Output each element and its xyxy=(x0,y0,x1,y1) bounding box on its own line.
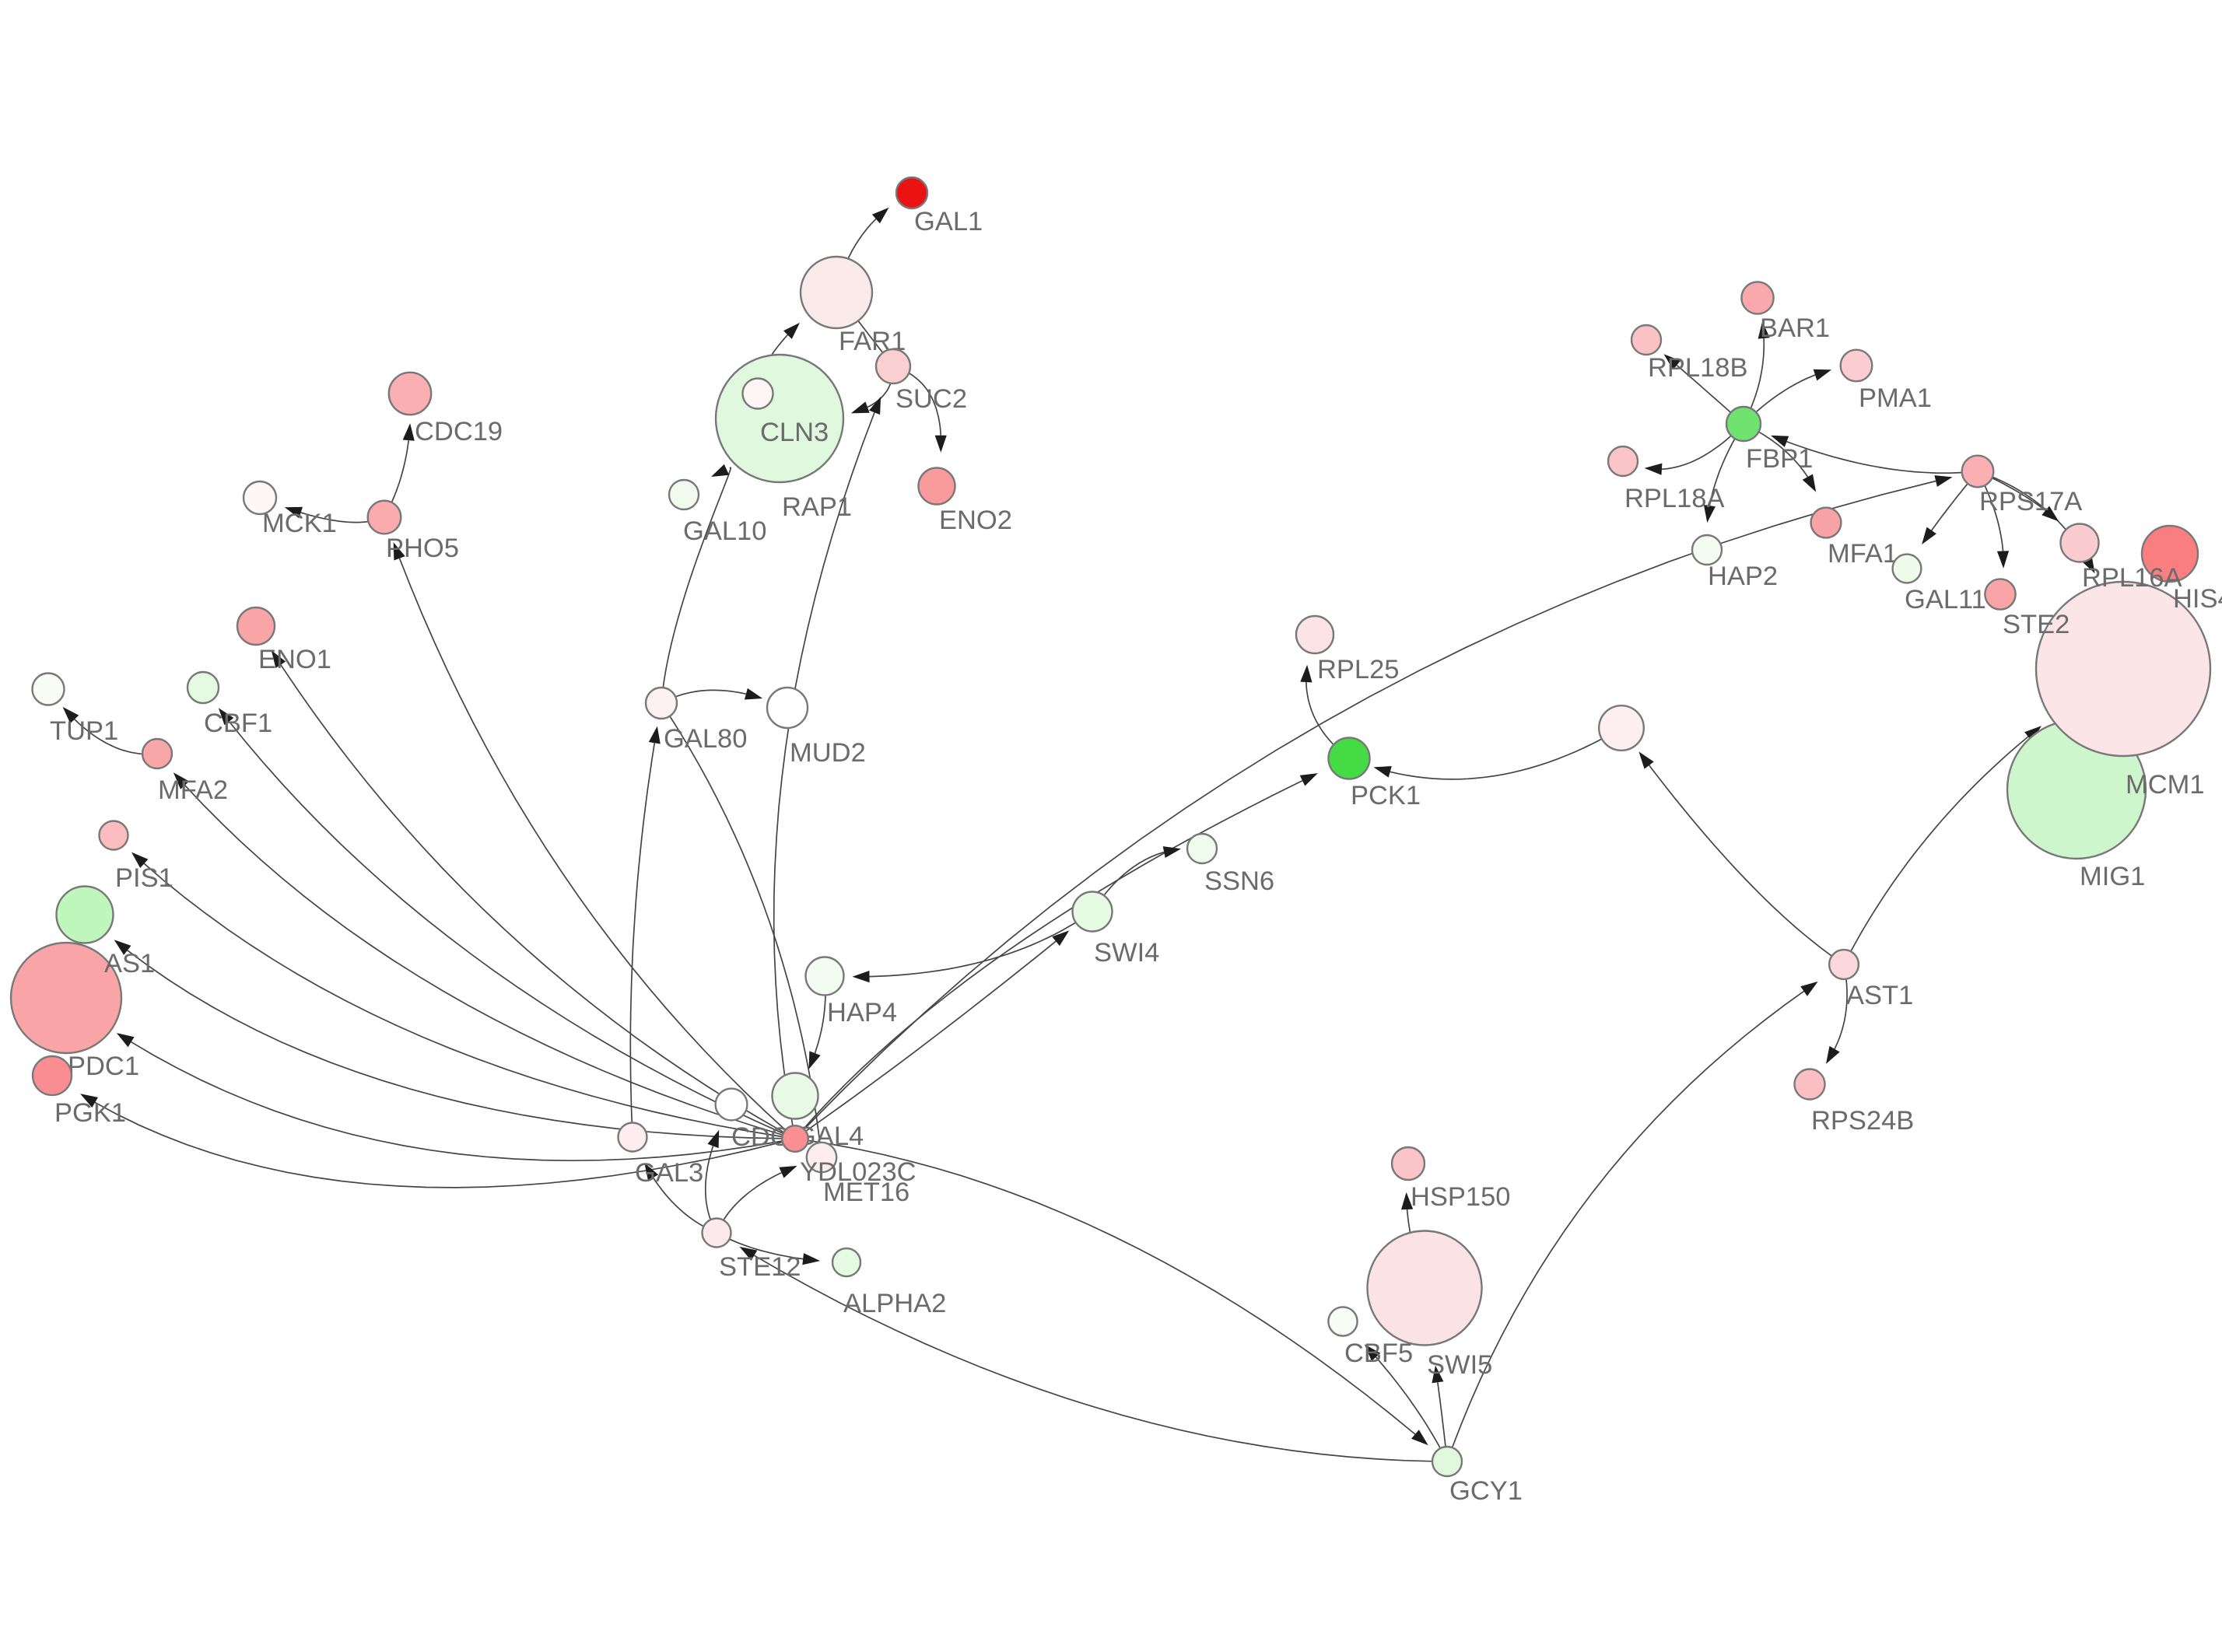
svg-text:GAL3: GAL3 xyxy=(635,1158,703,1188)
svg-text:STE12: STE12 xyxy=(719,1252,801,1282)
svg-text:HIS4: HIS4 xyxy=(2173,584,2222,614)
svg-text:TUP1: TUP1 xyxy=(50,716,118,746)
svg-text:MFA2: MFA2 xyxy=(158,775,228,805)
svg-text:HAP2: HAP2 xyxy=(1708,562,1778,591)
svg-text:HSP150: HSP150 xyxy=(1411,1182,1511,1212)
svg-text:RPL18A: RPL18A xyxy=(1624,484,1725,513)
svg-text:AST1: AST1 xyxy=(1846,981,1913,1010)
svg-text:RPS17A: RPS17A xyxy=(1979,487,2082,516)
svg-text:CBF5: CBF5 xyxy=(1344,1339,1413,1368)
svg-text:SSN6: SSN6 xyxy=(1204,866,1274,896)
svg-text:MCM1: MCM1 xyxy=(2126,770,2205,800)
svg-text:PCK1: PCK1 xyxy=(1351,781,1421,810)
svg-text:STE2: STE2 xyxy=(2003,610,2070,639)
svg-text:GAL1: GAL1 xyxy=(914,207,983,236)
svg-text:ENO1: ENO1 xyxy=(258,645,331,674)
svg-text:YDL023C: YDL023C xyxy=(800,1157,916,1187)
svg-text:SWI4: SWI4 xyxy=(1094,938,1159,968)
svg-text:PHO5: PHO5 xyxy=(386,534,459,563)
svg-text:HAP4: HAP4 xyxy=(827,998,897,1027)
svg-text:MET16: MET16 xyxy=(823,1178,909,1207)
svg-text:PIS1: PIS1 xyxy=(115,863,173,893)
svg-text:PGK1: PGK1 xyxy=(54,1098,126,1128)
svg-text:RPL25: RPL25 xyxy=(1317,655,1400,684)
svg-text:MFA1: MFA1 xyxy=(1828,539,1898,569)
svg-text:FBP1: FBP1 xyxy=(1746,444,1813,474)
svg-text:CDC19: CDC19 xyxy=(415,417,503,446)
svg-text:GAL11: GAL11 xyxy=(1905,585,1986,614)
svg-text:RAP1: RAP1 xyxy=(782,492,852,522)
svg-text:BAR1: BAR1 xyxy=(1760,313,1830,343)
svg-text:GAL80: GAL80 xyxy=(664,724,747,754)
svg-text:SWI5: SWI5 xyxy=(1427,1350,1492,1380)
svg-text:SUC2: SUC2 xyxy=(895,384,967,414)
svg-text:MCK1: MCK1 xyxy=(262,509,337,538)
svg-text:PDC1: PDC1 xyxy=(68,1052,139,1081)
svg-text:GCY1: GCY1 xyxy=(1449,1476,1523,1506)
svg-text:ENO2: ENO2 xyxy=(939,506,1012,535)
svg-text:RPL16A: RPL16A xyxy=(2082,563,2182,593)
svg-text:GAL10: GAL10 xyxy=(683,516,766,546)
svg-text:MIG1: MIG1 xyxy=(2080,862,2145,891)
svg-text:MUD2: MUD2 xyxy=(790,738,866,768)
svg-text:CLN3: CLN3 xyxy=(760,418,829,447)
svg-text:PMA1: PMA1 xyxy=(1859,383,1932,413)
svg-text:CBF1: CBF1 xyxy=(204,709,272,738)
svg-text:RPL18B: RPL18B xyxy=(1648,353,1748,383)
svg-text:ALPHA2: ALPHA2 xyxy=(843,1289,946,1318)
svg-text:RPS24B: RPS24B xyxy=(1811,1106,1914,1136)
svg-text:AS1: AS1 xyxy=(104,949,155,978)
